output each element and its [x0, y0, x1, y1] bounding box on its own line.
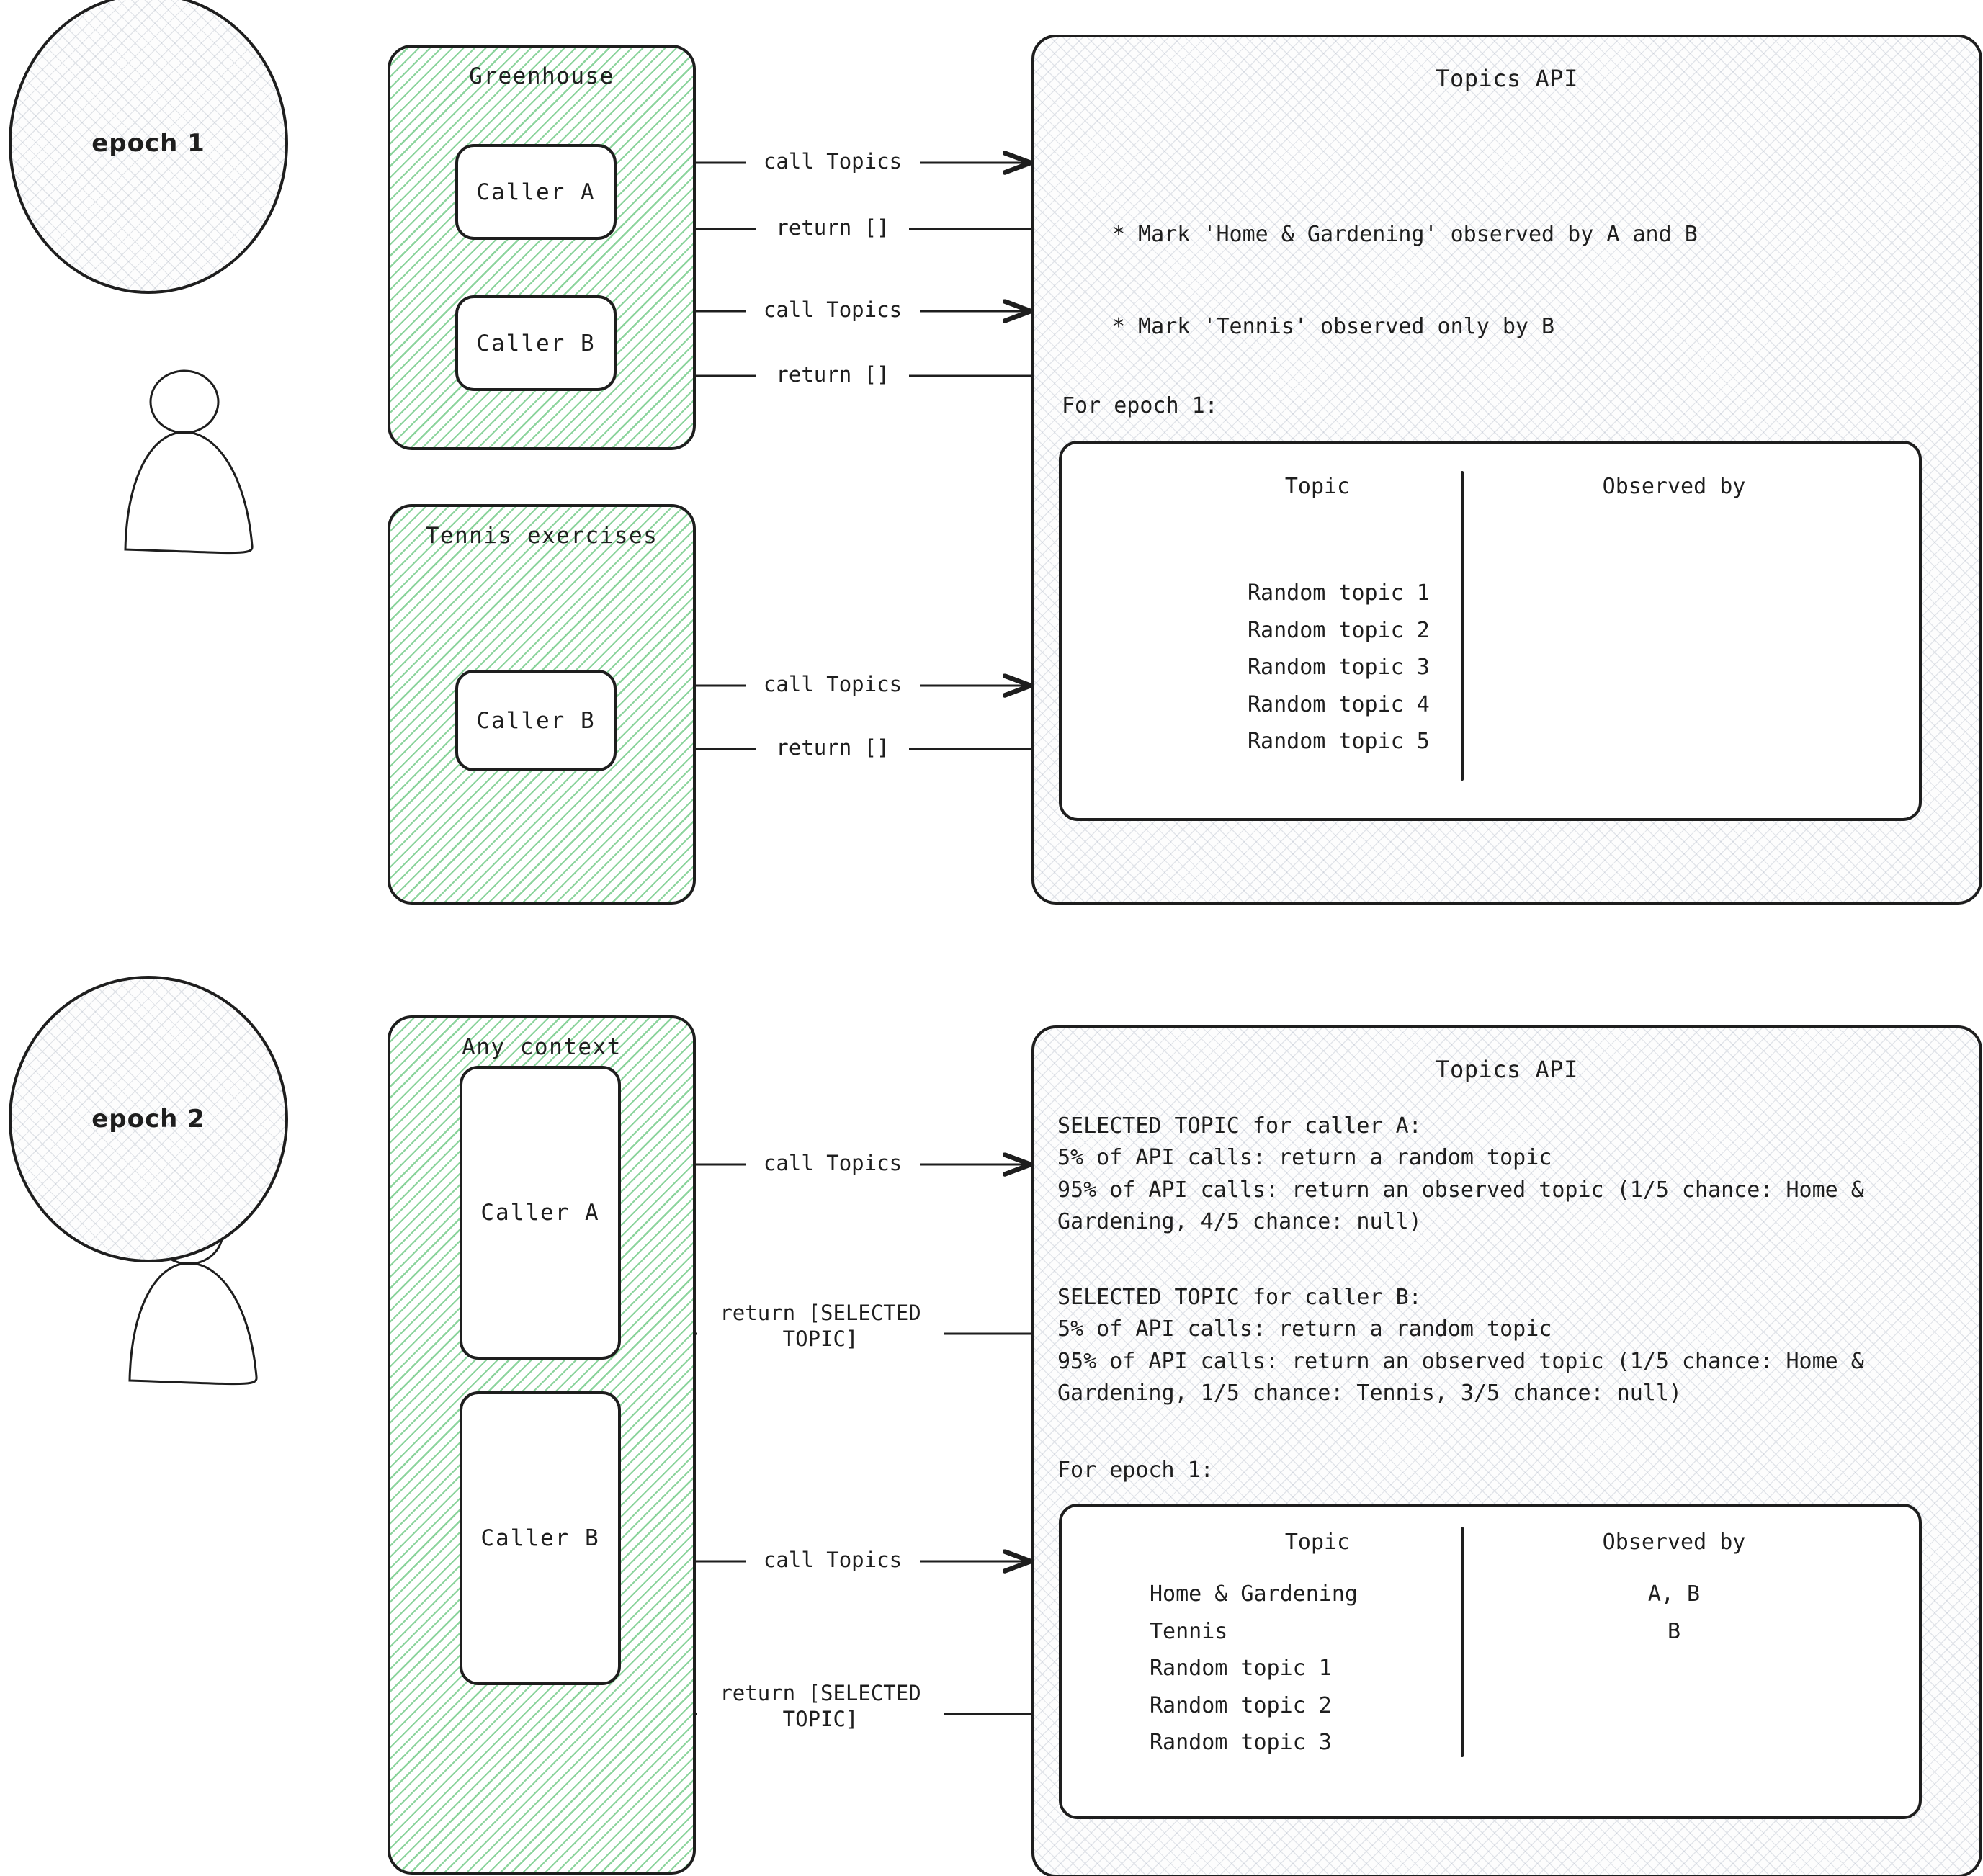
caller-a-any-context-label: Caller A: [480, 1200, 600, 1226]
topics-table-observed-e2: A, B B: [1530, 1576, 1818, 1761]
selected-topic-a-rule-5: 5% of API calls: return a random topic: [1057, 1145, 1552, 1171]
arrow-label-return-b-e1: return []: [756, 362, 909, 388]
topics-api-caller-a-rules: SELECTED TOPIC for caller A: 5% of API c…: [1057, 1110, 1911, 1239]
arrow-label-call-topics-a-e2: call Topics: [746, 1150, 920, 1177]
context-any-context-title: Any context: [462, 1034, 622, 1060]
caller-b-tennis[interactable]: Caller B: [455, 670, 617, 771]
topics-table-observed-e1: [1530, 575, 1818, 760]
table-row: [1530, 1724, 1818, 1761]
epoch-2-label: epoch 2: [91, 1105, 205, 1134]
context-tennis-exercises[interactable]: Tennis exercises: [388, 504, 696, 905]
epoch-1-bubble: epoch 1: [9, 0, 288, 294]
table-row: [1530, 649, 1818, 686]
caller-a-greenhouse-label: Caller A: [476, 179, 596, 205]
table-row: Tennis: [1150, 1618, 1228, 1644]
arrow-label-return-a-e1: return []: [756, 215, 909, 241]
caller-b-any-context[interactable]: Caller B: [460, 1391, 621, 1685]
caller-a-any-context[interactable]: Caller A: [460, 1066, 621, 1360]
arrow-label-call-topics-tennis-e1: call Topics: [746, 671, 920, 698]
table-row: Random topic 5: [1248, 729, 1430, 755]
table-row: A, B: [1647, 1581, 1701, 1607]
topics-api-bullets-epoch1: * Mark 'Home & Gardening' observed by A …: [1112, 158, 1698, 404]
context-greenhouse-title: Greenhouse: [469, 63, 614, 89]
context-greenhouse[interactable]: Greenhouse: [388, 45, 696, 450]
caller-b-greenhouse[interactable]: Caller B: [455, 295, 617, 391]
table-row: Random topic 1: [1150, 1656, 1332, 1682]
topics-table-header-observed-e2: Observed by: [1602, 1530, 1746, 1555]
caller-b-greenhouse-label: Caller B: [476, 330, 596, 356]
caller-b-tennis-label: Caller B: [476, 707, 596, 734]
epoch-2-bubble: epoch 2: [9, 976, 288, 1262]
table-row: Random topic 3: [1248, 655, 1430, 681]
arrow-label-call-topics-b-e1: call Topics: [746, 297, 920, 323]
selected-topic-b-rule-5: 5% of API calls: return a random topic: [1057, 1316, 1552, 1342]
topics-api-bullet-1-e1: * Mark 'Home & Gardening' observed by A …: [1112, 222, 1698, 248]
arrow-label-call-topics-a-e1: call Topics: [746, 148, 920, 175]
topics-api-bullet-2-e1: * Mark 'Tennis' observed only by B: [1112, 313, 1555, 339]
table-row: [1530, 575, 1818, 612]
topics-api-panel-epoch2: Topics API SELECTED TOPIC for caller A: …: [1031, 1025, 1982, 1876]
topics-table-epoch1: Topic Observed by Random topic 1 Random …: [1059, 441, 1922, 821]
table-row: Home & Gardening: [1150, 1581, 1358, 1607]
table-row: [1530, 1650, 1818, 1687]
selected-topic-a-heading: SELECTED TOPIC for caller A:: [1057, 1113, 1422, 1139]
topics-table-topics-e2: Home & Gardening Tennis Random topic 1 R…: [1150, 1576, 1358, 1761]
topics-api-caller-b-rules: SELECTED TOPIC for caller B: 5% of API c…: [1057, 1282, 1911, 1410]
table-row: Random topic 4: [1248, 691, 1430, 717]
arrow-label-return-a-e2: return [SELECTED TOPIC]: [697, 1300, 944, 1352]
caller-a-greenhouse[interactable]: Caller A: [455, 144, 617, 240]
topics-api-title-epoch1: Topics API: [1436, 65, 1578, 92]
arrow-label-return-tennis-e1: return []: [756, 735, 909, 761]
arrow-label-return-b-e2: return [SELECTED TOPIC]: [697, 1680, 944, 1733]
table-row: [1530, 686, 1818, 724]
table-row: Random topic 2: [1150, 1692, 1332, 1718]
selected-topic-b-rule-95: 95% of API calls: return an observed top…: [1057, 1348, 1864, 1406]
arrow-label-call-topics-b-e2: call Topics: [746, 1547, 920, 1574]
topics-table-header-observed-e1: Observed by: [1602, 474, 1746, 499]
topics-table-divider-e2: [1461, 1527, 1464, 1757]
table-row: Random topic 2: [1248, 617, 1430, 643]
topics-table-header-topic-e2: Topic: [1284, 1530, 1351, 1555]
epoch-caption-epoch2: For epoch 1:: [1057, 1458, 1214, 1483]
topics-table-divider-e1: [1461, 471, 1464, 781]
table-row: Random topic 3: [1150, 1730, 1332, 1756]
caller-b-any-context-label: Caller B: [480, 1525, 600, 1551]
table-row: [1530, 723, 1818, 760]
context-tennis-exercises-title: Tennis exercises: [425, 523, 658, 549]
table-row: B: [1667, 1618, 1681, 1644]
person-icon-epoch1: [124, 369, 254, 555]
selected-topic-b-heading: SELECTED TOPIC for caller B:: [1057, 1285, 1422, 1310]
table-row: [1530, 1687, 1818, 1725]
topics-api-panel-epoch1: Topics API * Mark 'Home & Gardening' obs…: [1031, 35, 1982, 905]
topics-api-title-epoch2: Topics API: [1436, 1056, 1578, 1083]
topics-table-header-topic-e1: Topic: [1284, 474, 1351, 499]
table-row: Random topic 1: [1248, 580, 1430, 606]
epoch-1-label: epoch 1: [91, 129, 205, 158]
topics-table-topics-e1: Random topic 1 Random topic 2 Random top…: [1248, 575, 1430, 760]
table-row: [1530, 612, 1818, 650]
selected-topic-a-rule-95: 95% of API calls: return an observed top…: [1057, 1177, 1864, 1235]
epoch-caption-epoch1: For epoch 1:: [1062, 393, 1218, 418]
topics-table-epoch2: Topic Observed by Home & Gardening Tenni…: [1059, 1504, 1922, 1819]
